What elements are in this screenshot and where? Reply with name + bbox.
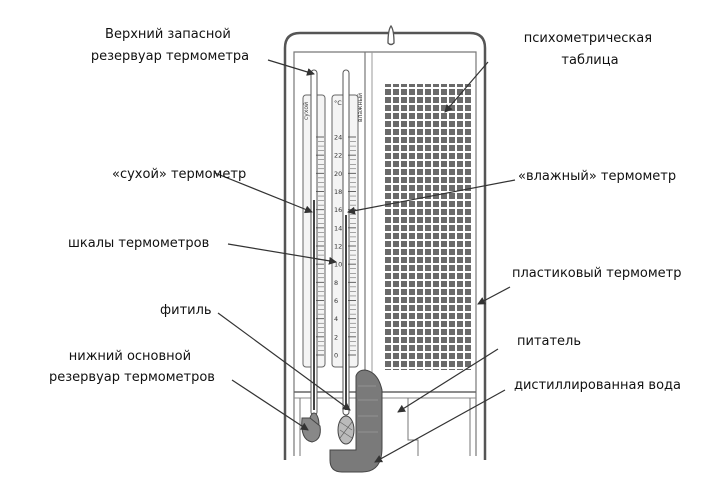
label-feeder: питатель xyxy=(517,334,581,349)
scale-tick-label: 20 xyxy=(334,170,342,178)
label-lower-reservoir: нижний основной резервуар термометров xyxy=(49,349,215,385)
scale-tick-label: 14 xyxy=(334,224,342,232)
hanger-hole-icon xyxy=(387,24,395,46)
scale-tick-label: 22 xyxy=(334,152,342,160)
scale-tick-label: 0 xyxy=(334,352,338,360)
psychrometer-housing xyxy=(283,31,487,460)
label-dry-thermometer: «сухой» термометр xyxy=(112,167,246,182)
scale-tick-label: 2 xyxy=(334,333,338,341)
wet-tag: влажный xyxy=(357,93,364,122)
label-plastic-case: пластиковый термометр xyxy=(512,266,681,281)
unit-label: °C xyxy=(334,99,342,107)
scale-tick-label: 4 xyxy=(334,315,338,323)
scale-tick-label: 10 xyxy=(334,261,342,269)
scale-tick-label: 16 xyxy=(334,206,342,214)
label-distilled-water: дистиллированная вода xyxy=(514,378,681,393)
label-upper-reservoir: Верхний запасной резервуар термометра xyxy=(91,27,249,64)
psychrometric-table-grid xyxy=(384,84,472,370)
scale-tick-label: 6 xyxy=(334,297,338,305)
leader-lines xyxy=(214,59,516,463)
scale-tick-label: 24 xyxy=(334,134,342,142)
label-psychrometric-table: психометрическая таблица xyxy=(524,31,656,68)
wet-thermometer xyxy=(331,69,359,445)
scale-tick-label: 12 xyxy=(334,243,342,251)
scale-tick-label: 8 xyxy=(334,279,338,287)
feeder-reservoir xyxy=(329,369,383,473)
dry-thermometer xyxy=(302,69,326,438)
label-wet-thermometer: «влажный» термометр xyxy=(518,169,676,184)
label-wick: фитиль xyxy=(160,303,212,318)
label-scales: шкалы термометров xyxy=(68,236,209,251)
scale-tick-label: 18 xyxy=(334,188,342,196)
dry-tag: сухой xyxy=(303,102,310,120)
